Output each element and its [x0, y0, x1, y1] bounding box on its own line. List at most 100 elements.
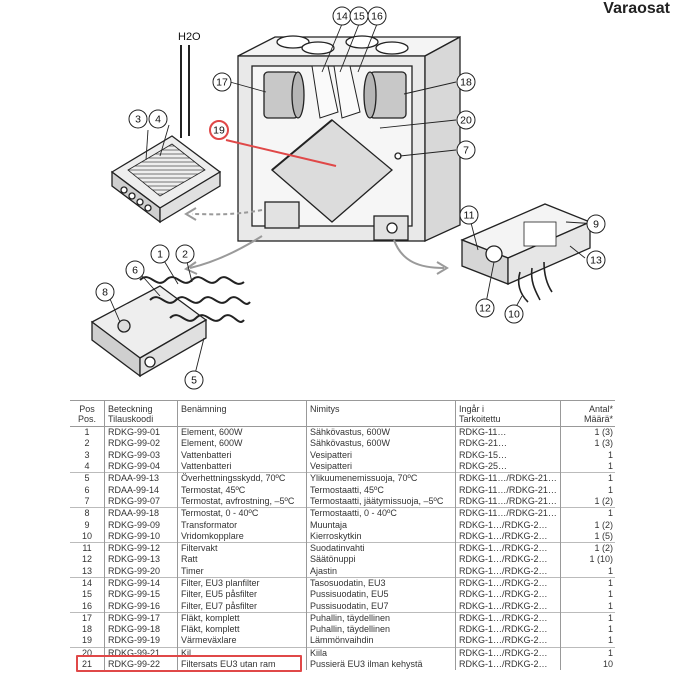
cell-pos: 5	[70, 472, 105, 485]
svg-text:15: 15	[353, 11, 365, 23]
cell-sv: Vattenbatteri	[177, 460, 307, 473]
cell-fit: RDKG-1…/RDKG-2…	[455, 576, 561, 590]
cell-qty: 1	[559, 472, 615, 485]
callout-2: 2	[175, 244, 195, 264]
cell-qty: 1	[559, 635, 615, 648]
cell-sv: Överhettningsskydd, 70ºC	[177, 472, 307, 485]
cell-code: RDKG-99-07	[104, 495, 178, 508]
cell-qty: 1	[559, 600, 615, 613]
cell-sv: Filter, EU3 planfilter	[177, 576, 307, 590]
cell-fi: Ajastin	[306, 565, 456, 578]
cell-pos: 10	[81, 530, 92, 541]
svg-text:1: 1	[157, 249, 163, 261]
callout-4: 4	[148, 109, 168, 129]
cell-qty: 1	[559, 646, 615, 659]
callout-18: 18	[456, 72, 476, 92]
callout-9: 9	[586, 214, 606, 234]
cell-fit: RDKG-1…/RDKG-2…	[455, 658, 561, 671]
svg-text:11: 11	[464, 210, 475, 222]
svg-text:3: 3	[135, 114, 141, 126]
cell-sv: Element, 600W	[177, 426, 307, 439]
cell-qty: 1	[559, 449, 615, 461]
cell-fi: Pussisuodatin, EU7	[306, 600, 456, 613]
cell-fi: Termostaatti, 45ºC	[306, 484, 456, 496]
electric-heater	[90, 276, 251, 378]
cell-qty: 1 (2)	[559, 495, 615, 508]
svg-text:7: 7	[463, 145, 469, 157]
col-name-fi: Nimitys	[306, 400, 456, 427]
cell-fi: Puhallin, täydellinen	[306, 611, 456, 625]
cell-code: RDKG-99-17	[104, 611, 178, 625]
cell-fit: RDKG-21…	[455, 438, 561, 450]
cell-pos: 11	[70, 541, 105, 555]
cell-pos: 14	[70, 576, 105, 590]
cell-fi: Säätönuppi	[306, 554, 456, 566]
cell-code: RDKG-99-14	[104, 576, 178, 590]
cell-fi: Termostaatti, jäätymissuoja, –5ºC	[306, 495, 456, 508]
cell-fi: Lämmönvaihdin	[306, 635, 456, 648]
cell-qty: 1	[559, 460, 615, 473]
cell-fi: Ylikuumenemissuoja, 70ºC	[306, 472, 456, 485]
cell-sv: Transformator	[177, 519, 307, 531]
control-box	[460, 203, 592, 303]
cell-code: RDKG-99-16	[104, 600, 178, 613]
cell-sv: Filtersats EU3 utan ram	[177, 658, 307, 671]
cell-fit: RDKG-1…/RDKG-2…	[455, 624, 561, 636]
cell-code: RDKG-99-02	[104, 438, 178, 450]
cell-code: RDKG-99-09	[104, 519, 178, 531]
svg-text:10: 10	[508, 309, 520, 321]
callout-7: 7	[456, 140, 476, 160]
parts-diagram: H2O	[90, 6, 606, 390]
svg-text:6: 6	[132, 265, 138, 277]
callout-3: 3	[128, 109, 148, 129]
cell-code: RDAA-99-13	[104, 472, 178, 485]
cell-code: RDKG-99-20	[104, 565, 178, 578]
cell-sv: Termostat, 0 - 40ºC	[177, 507, 307, 520]
water-battery	[110, 45, 222, 224]
cell-code: RDKG-99-19	[104, 635, 178, 648]
callout-14: 14	[332, 6, 352, 26]
cell-fit: RDKG-11…/RDKG-21…	[455, 472, 561, 485]
callout-1: 1	[150, 244, 170, 264]
cell-fi: Sähkövastus, 600W	[306, 426, 456, 439]
svg-text:18: 18	[460, 77, 472, 89]
cell-pos: 7	[84, 495, 90, 506]
cell-qty: 1	[559, 611, 615, 625]
cell-fit: RDKG-11…/RDKG-21…	[455, 484, 561, 496]
cell-pos: 13	[81, 565, 92, 576]
cell-fit: RDKG-1…/RDKG-2…	[455, 530, 561, 543]
cell-fit: RDKG-1…/RDKG-2…	[455, 646, 561, 659]
cell-sv: Filter, EU7 påsfilter	[177, 600, 307, 613]
cell-sv: Vridomkopplare	[177, 530, 307, 543]
callout-6: 6	[125, 260, 145, 280]
cell-fi: Kiila	[306, 646, 456, 659]
cell-pos: 6	[84, 484, 90, 495]
cell-pos: 16	[81, 600, 92, 611]
cell-pos: 2	[84, 438, 90, 449]
cell-fi: Kierroskytkin	[306, 530, 456, 543]
cell-pos: 8	[70, 507, 105, 520]
cell-pos: 18	[81, 624, 92, 635]
cell-sv: Termostat, avfrostning, –5ºC	[177, 495, 307, 508]
svg-text:14: 14	[336, 11, 348, 23]
page-title: Varaosat	[603, 0, 670, 17]
cell-sv: Värmeväxlare	[177, 635, 307, 648]
cell-pos: 17	[70, 611, 105, 625]
svg-text:19: 19	[213, 125, 225, 137]
cell-fit: RDKG-1…/RDKG-2…	[455, 600, 561, 613]
cell-fit: RDKG-1…/RDKG-2…	[455, 635, 561, 648]
cell-qty: 1 (2)	[559, 519, 615, 531]
cell-fi: Pussisuodatin, EU5	[306, 589, 456, 601]
svg-text:12: 12	[479, 303, 491, 315]
cell-fit: RDKG-1…/RDKG-2…	[455, 519, 561, 531]
cell-pos: 4	[84, 461, 90, 472]
